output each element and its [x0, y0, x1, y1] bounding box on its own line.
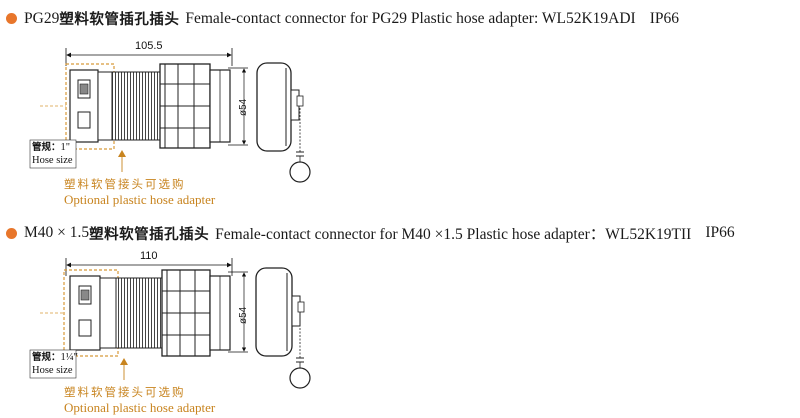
heading-english: Female-contact connector for PG29 Plasti…: [185, 9, 636, 27]
heading-english: Female-contact connector for M40 ×1.5 Pl…: [215, 226, 692, 243]
option-english: Optional plastic hose adapter: [64, 400, 216, 415]
heading-prefix: M40 × 1.5: [24, 224, 90, 241]
product-2-heading: M40 × 1.5 塑料软管插孔插头 Female-contact connec…: [6, 222, 735, 244]
option-chinese: 塑料软管接头可选购: [64, 177, 186, 191]
hose-size-en-label: Hose size: [32, 155, 73, 166]
heading-ip-rating: IP66: [649, 9, 679, 27]
hose-size-value: 1¼": [60, 352, 78, 363]
heading-chinese: 塑料软管插孔插头: [89, 226, 210, 243]
heading-ip-rating: IP66: [705, 224, 735, 241]
hose-size-en-label: Hose size: [32, 365, 73, 376]
heading-chinese: 塑料软管插孔插头: [59, 12, 180, 28]
length-dimension: 105.5: [135, 40, 163, 52]
hose-size-box: 管规：1" Hose size: [32, 141, 73, 167]
diameter-dimension: ø54: [238, 306, 249, 324]
hose-size-cn-label: 管规：: [32, 142, 61, 153]
option-english: Optional plastic hose adapter: [64, 192, 216, 207]
hose-size-value: 1": [60, 142, 71, 153]
option-chinese: 塑料软管接头可选购: [64, 385, 186, 399]
heading-prefix: PG29: [24, 9, 60, 27]
length-dimension: 110: [140, 250, 158, 262]
product-1-heading: PG29 塑料软管插孔插头 Female-contact connector f…: [6, 8, 679, 29]
hose-size-box: 管规：1¼" Hose size: [32, 351, 78, 377]
bullet-icon: [6, 13, 17, 24]
bullet-icon: [6, 227, 17, 239]
hose-size-cn-label: 管规：: [32, 352, 61, 363]
